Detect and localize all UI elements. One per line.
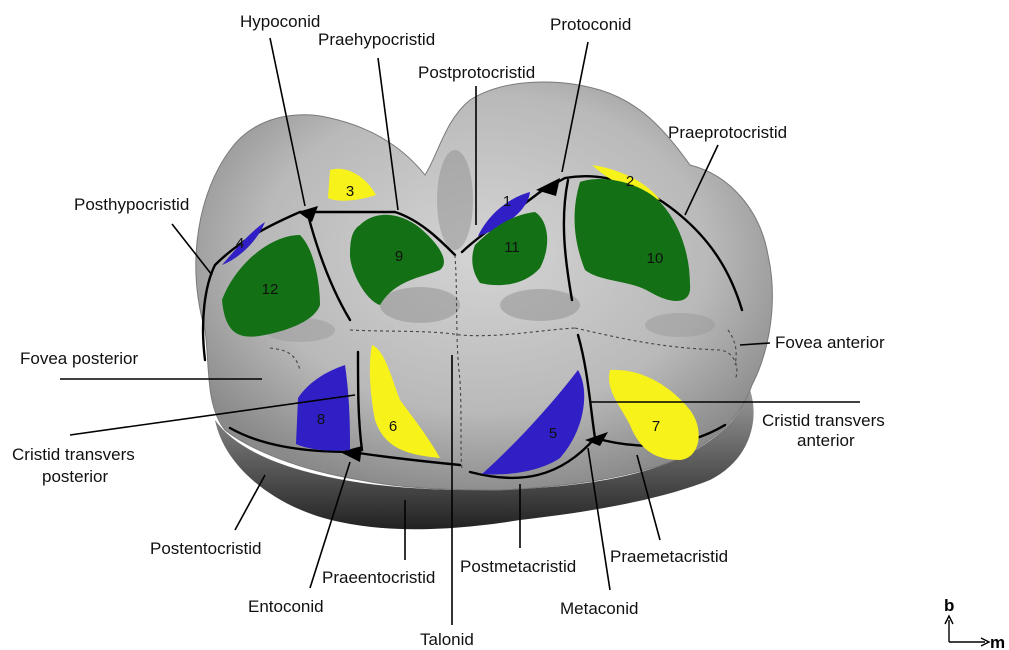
label-fovea-posterior: Fovea posterior (20, 349, 138, 368)
label-praeentocristid: Praeentocristid (322, 568, 435, 587)
label-hypoconid: Hypoconid (240, 12, 320, 31)
facet-10-number: 10 (647, 250, 664, 267)
label-cristid-transvers-posterior-line1: Cristid transvers (12, 445, 135, 464)
label-cristid-transvers-anterior-line1: Cristid transvers (762, 411, 885, 430)
facet-3-number: 3 (346, 183, 354, 200)
label-fovea-anterior: Fovea anterior (775, 333, 885, 352)
label-postentocristid: Postentocristid (150, 539, 262, 558)
label-metaconid: Metaconid (560, 599, 638, 618)
label-postmetacristid: Postmetacristid (460, 557, 576, 576)
facet-11-number: 11 (504, 239, 520, 256)
label-praehypocristid: Praehypocristid (318, 30, 435, 49)
facet-12-number: 12 (262, 281, 279, 298)
label-cristid-transvers-anterior-line2: anterior (797, 431, 855, 450)
facet-6-number: 6 (389, 418, 397, 435)
label-protoconid: Protoconid (550, 15, 631, 34)
label-praemetacristid: Praemetacristid (610, 547, 728, 566)
facet-5-number: 5 (549, 425, 557, 442)
facet-8-number: 8 (317, 411, 325, 428)
label-mesial: m (990, 633, 1005, 650)
facet-7-number: 7 (652, 418, 660, 435)
facet-2-number: 2 (626, 173, 634, 190)
label-praeprotocristid: Praeprotocristid (668, 123, 787, 142)
facet-9-number: 9 (395, 248, 403, 265)
label-posthypocristid: Posthypocristid (74, 195, 189, 214)
facet-1-number: 1 (503, 193, 511, 210)
label-buccal: b (944, 596, 954, 615)
facet-4-number: 4 (236, 235, 244, 252)
label-talonid: Talonid (420, 630, 474, 649)
label-cristid-transvers-posterior-line2: posterior (42, 467, 108, 486)
label-entoconid: Entoconid (248, 597, 324, 616)
label-postprotocristid: Postprotocristid (418, 63, 535, 82)
orientation-indicator: b m (944, 596, 1005, 650)
